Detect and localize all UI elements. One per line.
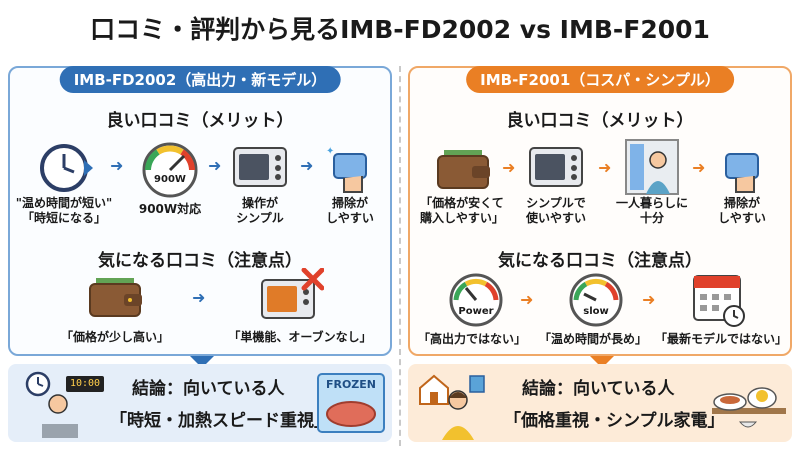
gauge-icon: Power xyxy=(448,272,504,328)
good-item-2: 900W対応 xyxy=(138,202,202,216)
food-plate-icon xyxy=(710,374,788,434)
gauge-icon: slow xyxy=(568,272,624,328)
good-item-2: シンプルで 使いやすい xyxy=(525,196,586,225)
sponge-icon: ✦ xyxy=(324,142,374,194)
good-item-3: 操作が シンプル xyxy=(236,196,284,225)
digital-clock: 10:00 xyxy=(66,376,104,392)
microwave-icon xyxy=(232,146,288,190)
good-item-3: 一人暮らしに 十分 xyxy=(615,196,688,225)
frozen-meat-icon: FROZEN xyxy=(316,372,386,434)
gauge-icon: 900W xyxy=(138,138,202,198)
bad-item-3: 「最新モデルではない」 xyxy=(654,332,787,346)
panel-header-left: IMB-FD2002（高出力・新モデル） xyxy=(59,66,341,93)
wallet-icon xyxy=(88,276,144,320)
bad-item-1: 「価格が少し高い」 xyxy=(60,330,169,344)
bad-reviews-title-right: 気になる口コミ（注意点） xyxy=(498,251,702,271)
good-item-1: "温め時間が短い" 「時短になる」 xyxy=(15,196,113,225)
arrow-icon: ➜ xyxy=(192,288,206,307)
gauge-label: 900W xyxy=(154,174,186,185)
person-icon xyxy=(624,138,680,196)
page-title: 口コミ・評判から見るIMB-FD2002 vs IMB-F2001 xyxy=(90,15,710,44)
arrow-icon: ➜ xyxy=(208,156,222,175)
center-divider xyxy=(399,66,401,446)
arrow-icon: ➜ xyxy=(520,290,534,309)
calendar-icon xyxy=(692,270,748,328)
conclusion-text-left: 「時短・加熱スピード重視」 xyxy=(110,411,331,431)
panel-imb-fd2002: IMB-FD2002（高出力・新モデル） 良い口コミ（メリット） ➜ 900W … xyxy=(8,66,392,368)
conclusion-right: 結論：向いている人 「価格重視・シンプル家電」 xyxy=(408,364,792,442)
conclusion-left: 10:00 結論：向いている人 「時短・加熱スピード重視」 FROZEN xyxy=(8,364,392,442)
good-item-4: 掃除が しやすい xyxy=(718,196,766,225)
conclusion-label-left: 結論：向いている人 xyxy=(132,379,285,399)
good-item-1: 「価格が安くて 購入しやすい」 xyxy=(420,196,504,225)
conclusion-label-right: 結論：向いている人 xyxy=(522,379,675,399)
microwave-x-icon xyxy=(260,268,324,322)
microwave-icon xyxy=(528,146,584,190)
arrow-icon: ➜ xyxy=(598,158,612,177)
sponge-icon xyxy=(716,142,766,194)
woman-house-icon xyxy=(416,368,500,440)
wallet-icon xyxy=(436,148,492,192)
frozen-label: FROZEN xyxy=(325,378,377,391)
good-item-4: 掃除が しやすい xyxy=(326,196,374,225)
bad-item-2: 「温め時間が長め」 xyxy=(538,332,647,346)
svg-text:✦: ✦ xyxy=(326,146,334,157)
arrow-icon: ➜ xyxy=(502,158,516,177)
panel-imb-f2001: IMB-F2001（コスパ・シンプル） 良い口コミ（メリット） ➜ ➜ ➜ 「価… xyxy=(408,66,792,368)
good-reviews-title-left: 良い口コミ（メリット） xyxy=(106,111,294,131)
bad-item-2: 「単機能、オーブンなし」 xyxy=(228,330,372,344)
bad-item-1: 「高出力ではない」 xyxy=(417,332,526,346)
gauge-label: Power xyxy=(458,306,494,317)
clock-icon xyxy=(38,140,94,196)
bad-reviews-title-left: 気になる口コミ（注意点） xyxy=(98,251,302,271)
good-reviews-title-right: 良い口コミ（メリット） xyxy=(506,111,694,131)
arrow-icon: ➜ xyxy=(642,290,656,309)
arrow-icon: ➜ xyxy=(110,156,124,175)
arrow-icon: ➜ xyxy=(300,156,314,175)
conclusion-text-right: 「価格重視・シンプル家電」 xyxy=(504,411,725,431)
gauge-label: slow xyxy=(583,306,609,317)
businessman-icon: 10:00 xyxy=(16,370,108,438)
panel-header-right: IMB-F2001（コスパ・シンプル） xyxy=(466,66,734,93)
arrow-icon: ➜ xyxy=(692,158,706,177)
